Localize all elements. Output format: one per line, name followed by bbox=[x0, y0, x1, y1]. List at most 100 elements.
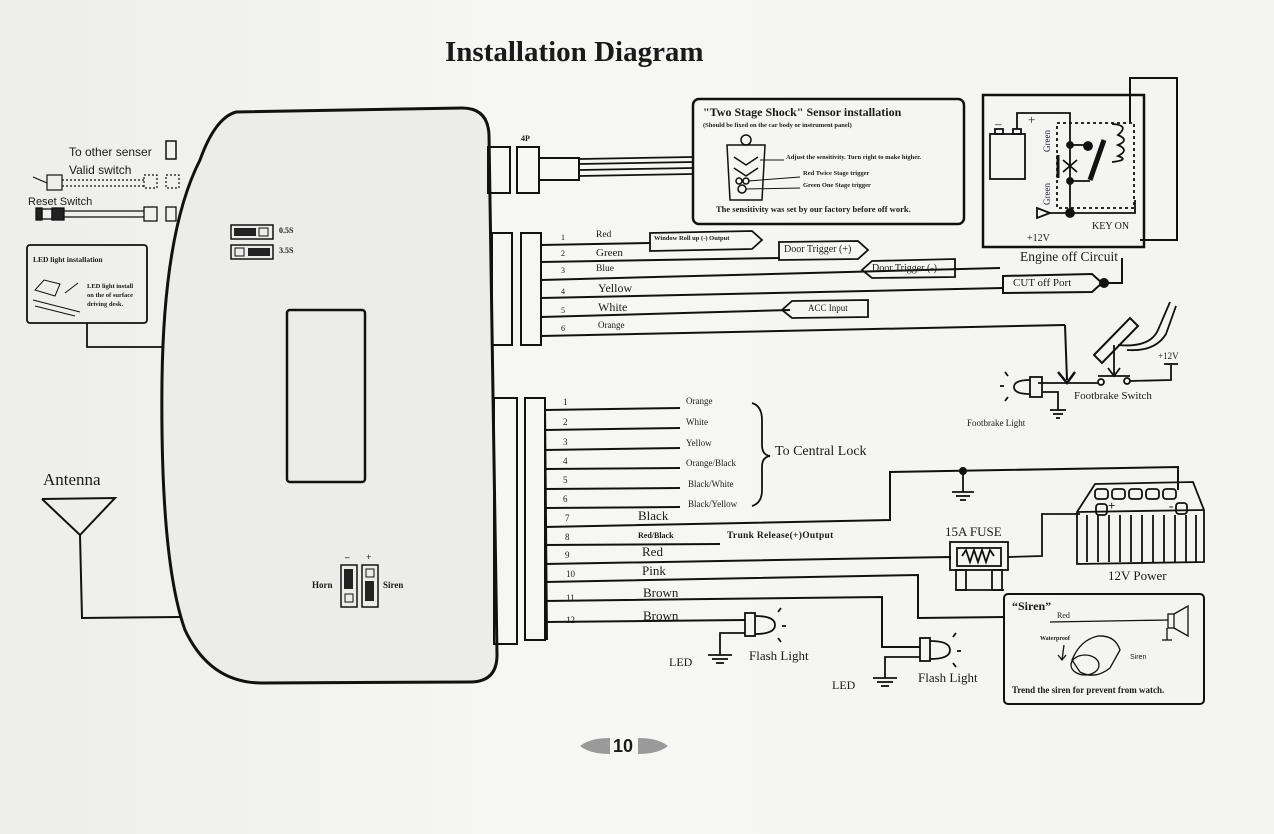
lower-wire-color: White bbox=[686, 417, 708, 427]
siren-red-label: Red bbox=[1057, 611, 1070, 620]
page-number: 10 bbox=[613, 736, 634, 756]
horn-label: Horn bbox=[312, 580, 333, 590]
upper-wire-color: Red bbox=[596, 230, 612, 240]
antenna-label: Antenna bbox=[43, 470, 101, 489]
4p-cable bbox=[578, 156, 694, 177]
upper-wire-color: Yellow bbox=[598, 281, 633, 295]
lower-wire-num: 12 bbox=[566, 615, 575, 625]
reset-switch[interactable] bbox=[35, 206, 177, 222]
upper-harness-plug bbox=[491, 232, 513, 346]
connector-4p-label: 4P bbox=[521, 134, 530, 143]
upper-wire-num: 6 bbox=[561, 324, 565, 333]
upper-wire-color: Green bbox=[596, 247, 623, 259]
engine-minus: – bbox=[995, 116, 1002, 131]
led-install-title: LED light installation bbox=[33, 255, 103, 264]
lower-wire-color: Orange/Black bbox=[686, 458, 736, 468]
shock-footer-text: The sensitivity was set by our factory b… bbox=[716, 204, 911, 214]
flash-light-1 bbox=[708, 607, 786, 664]
connector-plug-a bbox=[487, 146, 511, 194]
trunk-release-label: Trunk Release(+)Output bbox=[727, 531, 834, 541]
footbrake-circuit bbox=[1000, 301, 1178, 419]
lower-wire-num: 8 bbox=[565, 532, 570, 542]
timer-switch-0-5s[interactable] bbox=[230, 224, 274, 240]
lower-harness-plug bbox=[493, 397, 518, 645]
footbrake-plus12v-label: +12V bbox=[1158, 351, 1179, 361]
lower-wire-num: 3 bbox=[563, 437, 568, 447]
central-lock-label: To Central Lock bbox=[775, 444, 867, 459]
acc-input-tag bbox=[780, 299, 869, 319]
page-title: Installation Diagram bbox=[445, 36, 704, 68]
lower-wire-num: 11 bbox=[566, 593, 575, 603]
lower-wire-color: Orange bbox=[686, 396, 713, 406]
shock-green-text: Green One Stage trigger bbox=[803, 182, 871, 189]
siren-device-label: Siren bbox=[1130, 654, 1147, 661]
led-label-1: LED bbox=[669, 655, 693, 669]
lower-wire-color: Yellow bbox=[686, 438, 712, 448]
valid-switch-label: Valid switch bbox=[69, 163, 132, 177]
timer-switch-3-5s[interactable] bbox=[230, 244, 274, 260]
window-roll-up-label: Window Roll up (-) Output bbox=[654, 235, 730, 242]
led-install-line-2: on the of surface bbox=[87, 292, 134, 299]
central-lock-brace bbox=[751, 402, 771, 507]
timer-3-5s-label: 3.5S bbox=[279, 246, 294, 255]
upper-harness-socket bbox=[520, 232, 542, 346]
fuse-15a bbox=[949, 513, 1080, 591]
upper-wire-color: Orange bbox=[598, 320, 625, 330]
engine-off-box bbox=[981, 93, 1146, 249]
fuse-label: 15A FUSE bbox=[945, 524, 1002, 539]
engine-green-label-1: Green bbox=[1042, 130, 1052, 152]
led-install-line-1: LED light install bbox=[87, 283, 134, 290]
window-roll-up-tag bbox=[649, 230, 764, 252]
lower-wire-num: 4 bbox=[563, 456, 568, 466]
upper-wire-color: White bbox=[598, 300, 628, 314]
engine-plus: + bbox=[1028, 112, 1036, 127]
led-dash-illustration bbox=[32, 279, 81, 317]
lower-wire-num: 2 bbox=[563, 417, 568, 427]
shock-sensor-subtitle: (Should be fixed on the car body or inst… bbox=[703, 122, 852, 129]
battery-12v bbox=[1076, 481, 1205, 565]
lower-wire-num: 1 bbox=[563, 397, 568, 407]
upper-wire-num: 4 bbox=[561, 287, 565, 296]
lower-wire-num: 6 bbox=[563, 494, 568, 504]
lower-wire-color: Brown bbox=[643, 585, 679, 600]
lower-wire-color: Black bbox=[638, 508, 669, 523]
valid-switch[interactable] bbox=[32, 174, 180, 191]
lower-wire-color: Pink bbox=[642, 563, 666, 578]
lower-wire-color: Red/Black bbox=[638, 531, 674, 540]
other-sensor-port[interactable] bbox=[165, 140, 177, 160]
flash-light-label-2: Flash Light bbox=[918, 670, 978, 685]
footbrake-switch-label: Footbrake Switch bbox=[1074, 390, 1152, 402]
horn-minus-sign: – bbox=[345, 552, 350, 562]
door-trigger-minus-label: Door Trigger (-) bbox=[872, 263, 937, 274]
lower-wire-num: 10 bbox=[566, 569, 575, 579]
flash-light-2 bbox=[873, 632, 961, 687]
battery-label: 12V Power bbox=[1108, 568, 1167, 583]
led-install-line-3: driving desk. bbox=[87, 301, 124, 308]
siren-box-title: “Siren” bbox=[1012, 599, 1052, 613]
cut-off-port-label: CUT off Port bbox=[1013, 277, 1072, 289]
to-other-sensor-label: To other senser bbox=[69, 145, 152, 159]
door-trigger-plus-label: Door Trigger (+) bbox=[784, 244, 852, 255]
shock-sensor-box bbox=[691, 97, 966, 226]
siren-footer-text: Trend the siren for prevent from watch. bbox=[1012, 685, 1165, 695]
lower-wire-color: Brown bbox=[643, 608, 679, 623]
lower-wires bbox=[544, 407, 1179, 648]
shock-adjust-text: Adjust the sensitivity. Turn right to ma… bbox=[786, 154, 922, 161]
connector-4p bbox=[516, 146, 540, 194]
timer-0-5s-label: 0.5S bbox=[279, 226, 294, 235]
upper-wire-num: 3 bbox=[561, 266, 565, 275]
horn-switch[interactable] bbox=[340, 564, 358, 608]
shock-red-text: Red Twice Stage trigger bbox=[803, 170, 870, 177]
lower-wire-color: Black/White bbox=[688, 479, 734, 489]
lower-harness-socket bbox=[524, 397, 546, 641]
control-unit-body bbox=[160, 106, 499, 685]
siren-switch[interactable] bbox=[361, 564, 379, 608]
siren-illustration bbox=[1049, 604, 1189, 676]
unit-display-window bbox=[285, 308, 367, 484]
upper-wire-num: 2 bbox=[561, 249, 565, 258]
engine-off-circuit bbox=[989, 112, 1136, 220]
door-trigger-plus-tag bbox=[778, 240, 870, 261]
upper-wire-color: Blue bbox=[596, 264, 614, 274]
